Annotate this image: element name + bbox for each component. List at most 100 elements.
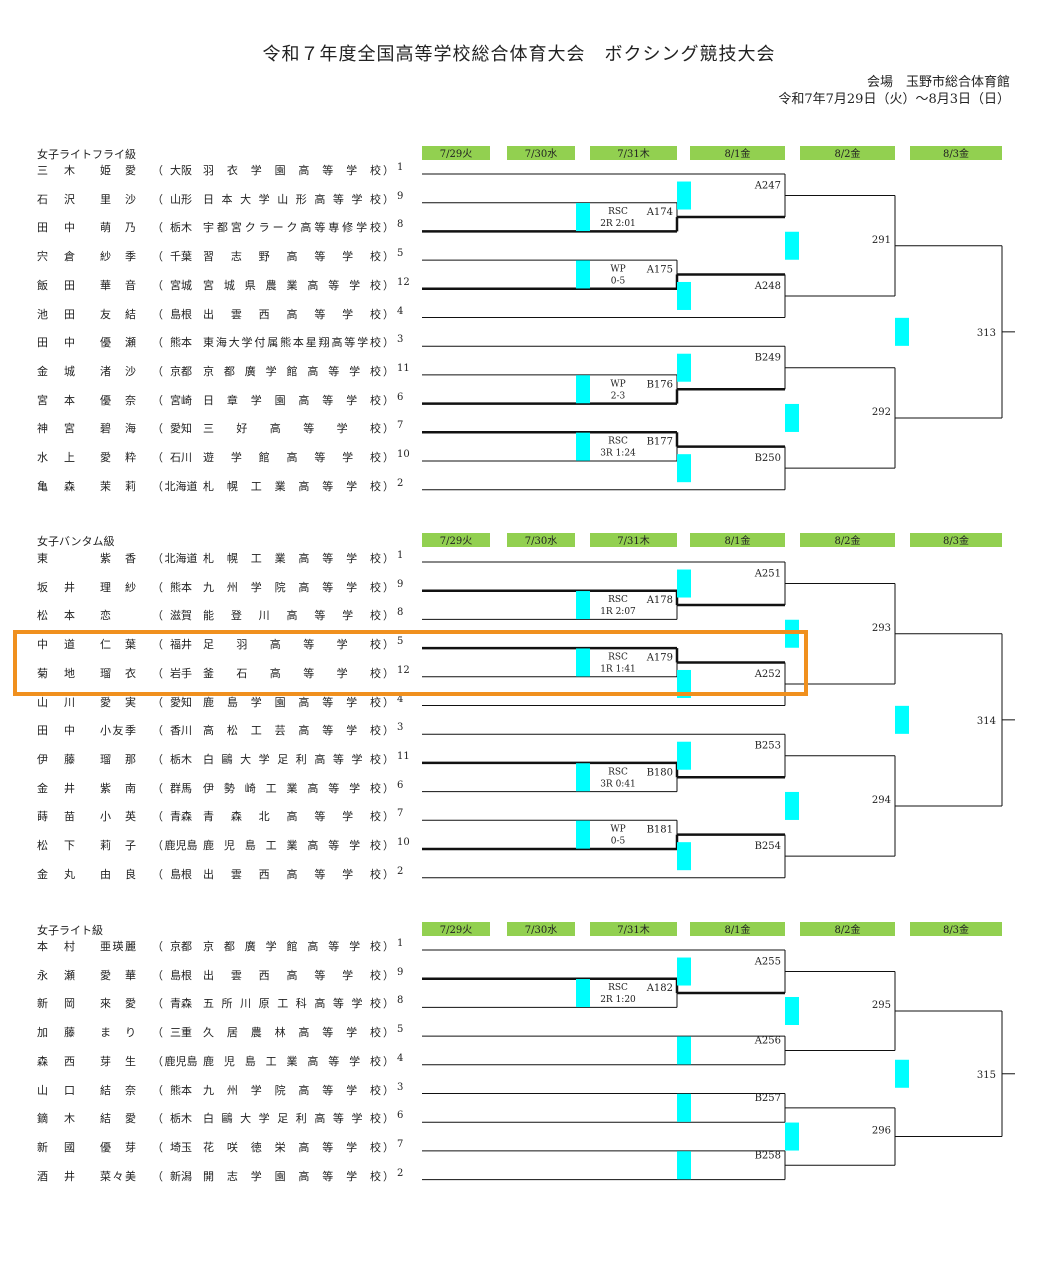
paren-close: ） — [383, 580, 394, 594]
prefecture: 滋賀 — [170, 609, 192, 623]
family-name: 新岡 — [37, 997, 75, 1011]
given-name: 優芽 — [100, 1140, 136, 1154]
result-detail: 1R 2:07 — [600, 607, 636, 617]
paren-open: （ — [152, 1140, 163, 1154]
draw-number: 11 — [397, 362, 410, 374]
entry-row: 山川愛実（愛知鹿島学園高等学校）4 — [37, 694, 417, 710]
paren-open: （ — [152, 1083, 163, 1097]
match-code: 296 — [872, 1126, 891, 1137]
entry-row: 菊地瑠衣（岩手釜石高等学校）12 — [37, 665, 417, 681]
family-name: 菊地 — [37, 666, 75, 680]
match-code: 314 — [977, 716, 996, 727]
entry-row: 伊藤瑠那（栃木白鷗大学足利高等学校）11 — [37, 751, 417, 767]
draw-number: 4 — [397, 305, 404, 317]
entry-row: 本村亜瑛麗（京都京都廣学館高等学校）1 — [37, 938, 417, 954]
entry-row: 新岡來愛（青森五所川原工科高等学校）8 — [37, 995, 417, 1011]
school: 出雲西高等学校 — [203, 867, 381, 881]
family-name: 石沢 — [37, 192, 75, 206]
result-detail: 3R 0:41 — [600, 779, 636, 789]
family-name: 酒井 — [37, 1169, 75, 1183]
weight-class-title: 女子ライト級 — [37, 924, 103, 937]
family-name: 金井 — [37, 781, 75, 795]
paren-open: （ — [152, 479, 163, 493]
draw-number: 1 — [397, 938, 404, 949]
prefecture: 島根 — [170, 307, 192, 321]
prefecture: 北海道 — [164, 552, 198, 565]
date-header-bg — [800, 533, 895, 547]
match-code: B257 — [755, 1093, 781, 1104]
result-method: RSC — [608, 595, 628, 605]
family-name: 森西 — [37, 1054, 75, 1068]
draw-number: 12 — [397, 664, 410, 676]
match-code: A247 — [754, 181, 781, 192]
match-code: B258 — [755, 1150, 781, 1161]
match-code: 293 — [872, 623, 891, 634]
given-name: 莉子 — [100, 839, 136, 852]
draw-number: 6 — [397, 779, 404, 791]
match-code: B250 — [755, 453, 781, 464]
result-method: WP — [610, 825, 625, 835]
entry-row: 森西芽生（鹿児島鹿児島工業高等学校）4 — [37, 1053, 417, 1069]
school: 高松工芸高等学校 — [203, 724, 381, 738]
given-name: 由良 — [100, 867, 136, 881]
prefecture: 熊本 — [170, 1083, 192, 1097]
paren-close: ） — [383, 968, 394, 982]
date-header-bg — [422, 922, 490, 936]
paren-close: ） — [383, 1026, 394, 1040]
family-name: 田中 — [37, 336, 75, 350]
match-code: 291 — [872, 235, 891, 246]
schedule-marker — [576, 979, 590, 1008]
result-method: RSC — [608, 207, 628, 217]
paren-close: ） — [383, 192, 394, 206]
entry-row: 永瀬愛華（島根出雲西高等学校）9 — [37, 967, 417, 983]
schedule-marker — [677, 181, 691, 210]
date-header: 7/29火 — [440, 535, 472, 547]
prefecture: 熊本 — [170, 580, 192, 594]
date-header-bg — [910, 922, 1002, 936]
paren-close: ） — [383, 278, 394, 292]
school: 羽衣学園高等学校 — [203, 164, 381, 177]
match-code: 294 — [872, 795, 891, 806]
schedule-marker — [677, 281, 691, 310]
date-header-bg — [590, 146, 677, 160]
given-name: 優奈 — [100, 393, 136, 407]
school: 青森北高等学校 — [203, 810, 381, 824]
draw-number: 11 — [397, 750, 410, 762]
match-code: A252 — [754, 669, 781, 680]
entry-row: 蒔苗小英（青森青森北高等学校）7 — [37, 808, 417, 824]
given-name: 恋 — [100, 609, 111, 623]
paren-close: ） — [383, 839, 394, 852]
given-name: 紫南 — [100, 781, 136, 795]
date-header: 7/29火 — [440, 924, 472, 936]
given-name: 愛粋 — [100, 451, 136, 464]
date-header-bg — [910, 146, 1002, 160]
paren-close: ） — [383, 422, 394, 436]
result-method: WP — [610, 264, 625, 274]
paren-close: ） — [383, 666, 394, 680]
result-detail: 0-5 — [611, 276, 626, 286]
entry-row: 金丸由良（島根出雲西高等学校）2 — [37, 866, 417, 882]
result-detail: 2-3 — [611, 391, 626, 401]
date-header: 8/3金 — [943, 534, 969, 547]
entry-row: 田中萌乃（栃木宇都宮クラーク高等専修学校）8 — [37, 219, 417, 235]
family-name: 新國 — [37, 1140, 75, 1154]
match-code: 292 — [872, 407, 891, 418]
entry-row: 宍倉紗季（千葉習志野高等学校）5 — [37, 248, 417, 264]
family-name: 金丸 — [37, 867, 75, 881]
schedule-marker — [895, 1059, 909, 1088]
match-code: 315 — [977, 1070, 996, 1081]
result-detail: 1R 1:41 — [600, 664, 636, 674]
schedule-marker — [785, 791, 799, 820]
draw-number: 9 — [397, 190, 404, 202]
venue: 会場 玉野市総合体育館 — [866, 75, 1010, 90]
draw-number: 10 — [397, 449, 410, 460]
given-name: 萌乃 — [100, 221, 136, 235]
paren-open: （ — [152, 839, 163, 852]
family-name: 伊藤 — [37, 752, 75, 766]
school: 開志学園高等学校 — [203, 1169, 381, 1183]
schedule-marker — [785, 403, 799, 432]
date-header: 7/31木 — [617, 924, 649, 936]
prefecture: 香川 — [170, 724, 192, 738]
family-name: 永瀬 — [37, 968, 75, 982]
prefecture: 石川 — [170, 451, 192, 464]
